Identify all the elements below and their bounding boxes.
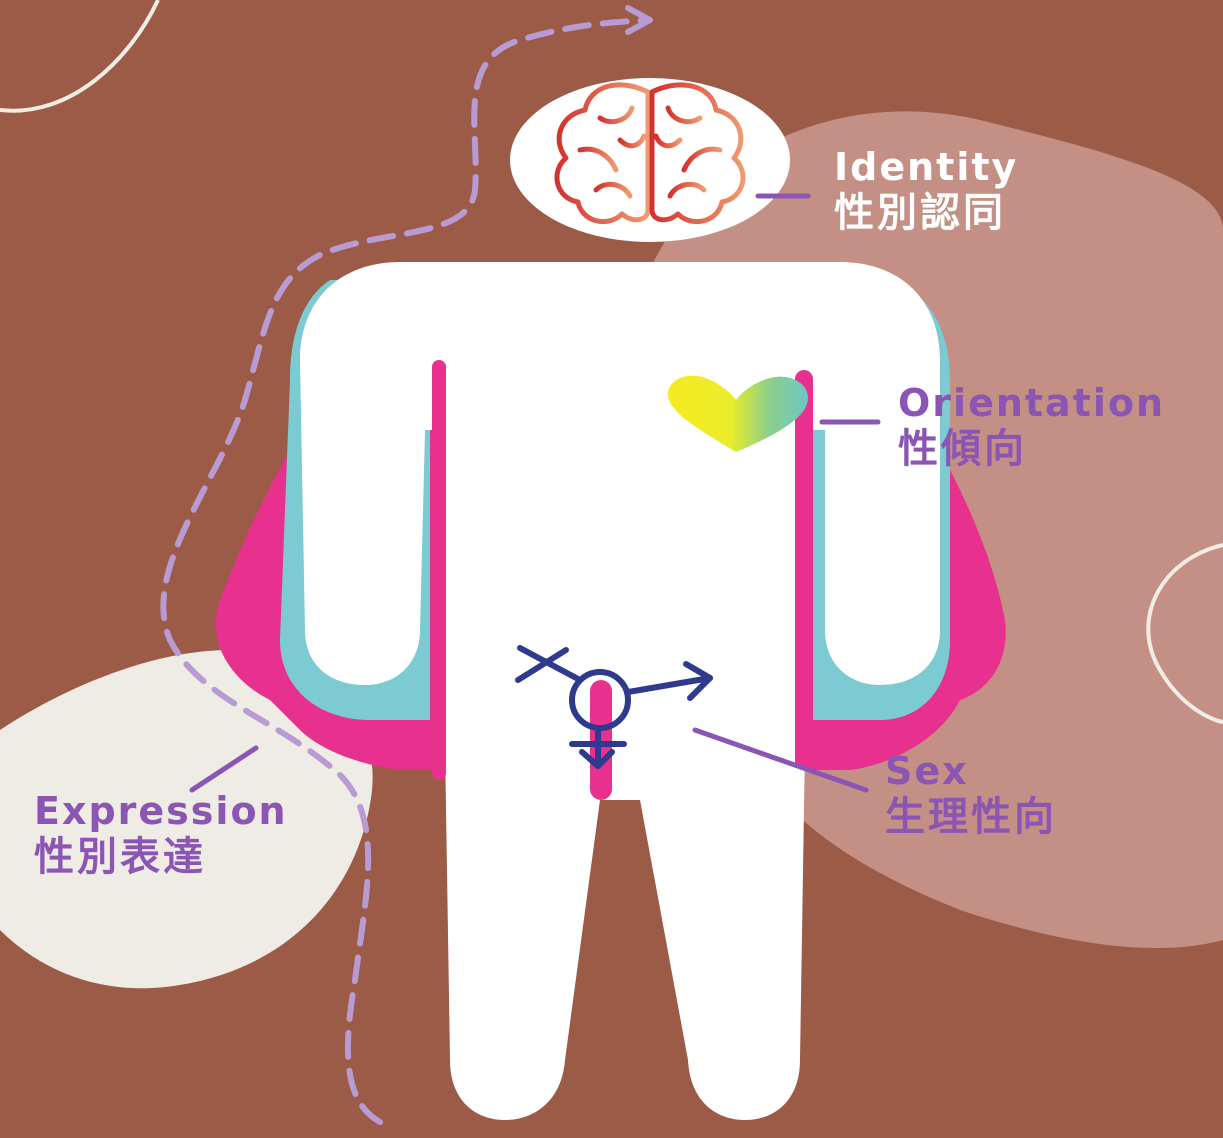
inner-stripe-left-magenta (432, 360, 446, 780)
expression-label-zh: 性別表達 (34, 836, 288, 878)
identity-label-zh: 性別認同 (834, 192, 1018, 234)
expression-label-en: Expression (34, 792, 288, 832)
identity-label: Identity 性別認同 (834, 148, 1018, 234)
orientation-label-en: Orientation (898, 384, 1165, 424)
expression-label: Expression 性別表達 (34, 792, 288, 878)
inner-stripe-right-magenta (795, 370, 813, 770)
sex-label-zh: 生理性向 (885, 796, 1057, 838)
identity-label-en: Identity (834, 148, 1018, 188)
sex-label-en: Sex (885, 752, 1057, 792)
white-arc-top-left (0, 0, 158, 111)
orientation-label-zh: 性傾向 (898, 428, 1165, 470)
orientation-label: Orientation 性傾向 (898, 384, 1165, 470)
sex-label: Sex 生理性向 (885, 752, 1057, 838)
